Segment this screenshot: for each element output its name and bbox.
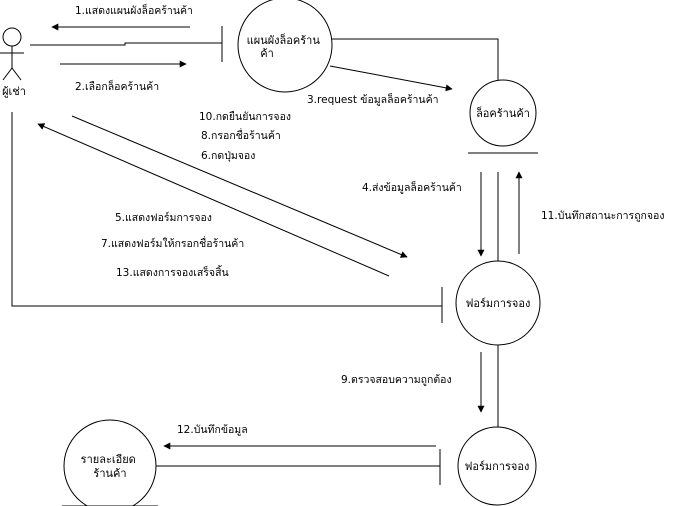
actor-tenant bbox=[0, 27, 24, 81]
message-3: 3.request ข้อมูลล็อคร้านค้า bbox=[307, 92, 439, 106]
message-8: 8.กรอกชื่อร้านค้า bbox=[201, 128, 281, 142]
link-actor-form1 bbox=[11, 112, 442, 307]
message-5: 5.แสดงฟอร์มการจอง bbox=[115, 211, 212, 224]
link-map-lock bbox=[330, 38, 499, 81]
connections bbox=[11, 38, 499, 467]
entity-lock: ล็อคร้านค้า bbox=[468, 79, 538, 154]
boundary-map: แผนผังล็อคร้าน ค้า bbox=[221, 0, 333, 93]
message-6: 6.กดปุ่มจอง bbox=[201, 150, 255, 162]
arrow-to-actor-m5-m7-m13 bbox=[37, 123, 390, 277]
entity-shop-detail-label: รายละเอียด ร้านค้า bbox=[81, 453, 140, 480]
boundary-form-booking-2: ฟอร์มการจอง bbox=[439, 426, 537, 506]
entity-lock-label: ล็อคร้านค้า bbox=[476, 106, 530, 120]
message-4: 4.ส่งข้อมูลล็อคร้านค้า bbox=[362, 180, 462, 194]
message-1: 1.แสดงแผนผังล็อคร้านค้า bbox=[75, 3, 193, 17]
message-11: 11.บันทึกสถานะการถูกจอง bbox=[541, 210, 665, 222]
arrow-to-form-m6-m8-m10 bbox=[71, 115, 408, 258]
boundary-map-label: แผนผังล็อคร้าน ค้า bbox=[247, 33, 324, 60]
form-booking-2-label: ฟอร์มการจอง bbox=[465, 460, 530, 473]
entity-shop-detail: รายละเอียด ร้านค้า bbox=[62, 419, 158, 506]
message-9: 9.ตรวจสอบความถูกต้อง bbox=[341, 374, 452, 386]
actor-label: ผู้เช่า bbox=[2, 85, 26, 98]
boundary-form-booking-1: ฟอร์มการจอง bbox=[441, 260, 541, 346]
form-booking-1-label: ฟอร์มการจอง bbox=[466, 297, 531, 310]
message-10: 10.กดยืนยันการจอง bbox=[199, 110, 291, 123]
message-7: 7.แสดงฟอร์มให้กรอกชื่อร้านค้า bbox=[101, 236, 244, 250]
arrow-m3 bbox=[329, 65, 453, 92]
link-actor-map bbox=[30, 42, 222, 46]
message-2: 2.เลือกล็อคร้านค้า bbox=[75, 79, 159, 93]
message-13: 13.แสดงการจองเสร็จสิ้น bbox=[116, 265, 229, 279]
message-12: 12.บันทึกข้อมูล bbox=[177, 424, 248, 436]
